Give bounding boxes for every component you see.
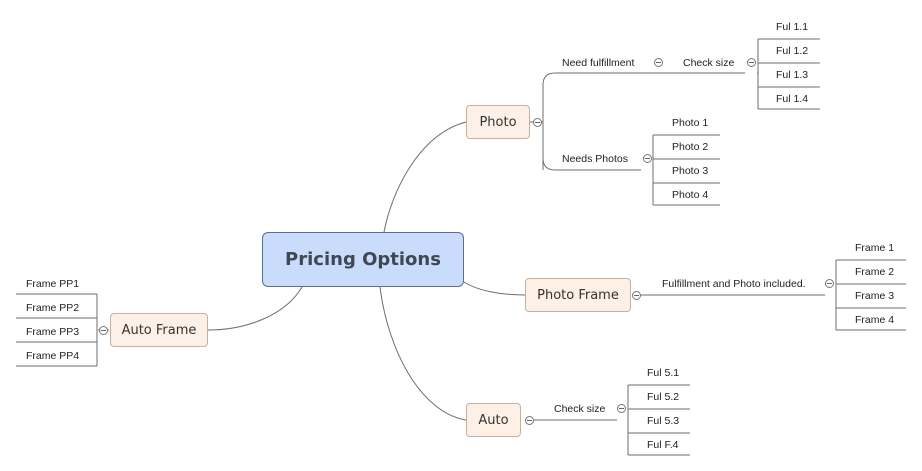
list-item[interactable]: Ful 5.3 xyxy=(647,415,680,427)
subtopic-need-fulfillment[interactable]: Need fulfillment xyxy=(562,57,635,69)
topic-photo-frame[interactable]: Photo Frame xyxy=(525,278,631,312)
list-item[interactable]: Frame 3 xyxy=(855,290,895,302)
collapse-photo-button[interactable] xyxy=(533,118,542,127)
collapse-needs-photos-button[interactable] xyxy=(643,154,652,163)
collapse-photo-frame-button[interactable] xyxy=(632,291,641,300)
list-item[interactable]: Ful 5.2 xyxy=(647,391,680,403)
collapse-auto-frame-button[interactable] xyxy=(99,326,108,335)
subtopic-fulfillment-photo-included[interactable]: Fulfillment and Photo included. xyxy=(662,278,806,290)
list-item[interactable]: Frame PP4 xyxy=(26,350,80,362)
list-item[interactable]: Frame PP3 xyxy=(26,326,80,338)
list-item[interactable]: Photo 2 xyxy=(672,141,709,153)
list-item[interactable]: Ful 5.1 xyxy=(647,367,680,379)
subtopic-check-size[interactable]: Check size xyxy=(683,57,735,69)
topic-auto-frame-label: Auto Frame xyxy=(121,322,197,338)
list-item[interactable]: Photo 4 xyxy=(672,189,709,201)
collapse-need-fulfillment-button[interactable] xyxy=(654,58,663,67)
topic-auto[interactable]: Auto xyxy=(466,403,521,437)
topic-auto-frame[interactable]: Auto Frame xyxy=(110,313,208,347)
list-item[interactable]: Frame 2 xyxy=(855,266,895,278)
list-item[interactable]: Frame PP2 xyxy=(26,302,80,314)
subtopic-needs-photos[interactable]: Needs Photos xyxy=(562,153,628,165)
list-item[interactable]: Photo 3 xyxy=(672,165,709,177)
list-item[interactable]: Ful 1.2 xyxy=(776,45,809,57)
topic-auto-label: Auto xyxy=(478,412,509,428)
collapse-auto-button[interactable] xyxy=(525,416,534,425)
list-item[interactable]: Ful 1.4 xyxy=(776,93,809,105)
list-item[interactable]: Frame 4 xyxy=(855,314,895,326)
topic-photo-frame-label: Photo Frame xyxy=(537,287,619,303)
list-item[interactable]: Ful 1.3 xyxy=(776,69,809,81)
topic-photo[interactable]: Photo xyxy=(466,105,530,139)
list-item[interactable]: Photo 1 xyxy=(672,117,709,129)
list-item[interactable]: Frame 1 xyxy=(855,242,895,254)
list-item[interactable]: Ful F.4 xyxy=(647,439,679,451)
central-topic[interactable]: Pricing Options xyxy=(262,232,464,287)
list-item[interactable]: Frame PP1 xyxy=(26,278,80,290)
subtopic-auto-check-size[interactable]: Check size xyxy=(554,403,606,415)
list-item[interactable]: Ful 1.1 xyxy=(776,21,809,33)
collapse-fulfillment-included-button[interactable] xyxy=(825,279,834,288)
topic-photo-label: Photo xyxy=(479,114,517,130)
collapse-auto-check-size-button[interactable] xyxy=(617,404,626,413)
collapse-check-size-button[interactable] xyxy=(747,58,756,67)
central-topic-label: Pricing Options xyxy=(285,249,441,270)
